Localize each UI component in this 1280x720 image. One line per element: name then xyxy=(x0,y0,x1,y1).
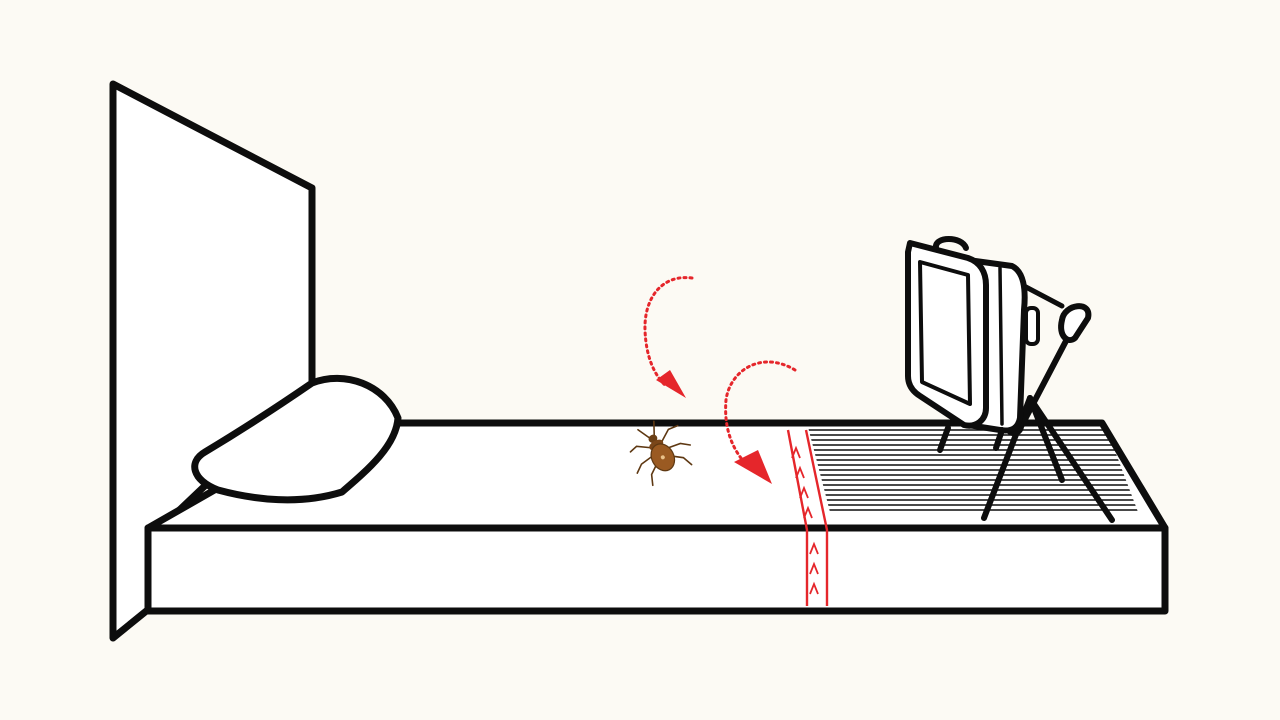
pillow-icon xyxy=(191,374,402,504)
heat-tick xyxy=(809,581,819,595)
space-heater-icon xyxy=(905,236,1115,523)
heat-arrows xyxy=(643,276,797,484)
heat-tick xyxy=(803,505,813,519)
curved-arrow-icon xyxy=(724,360,797,464)
heated-zone-stripes xyxy=(808,429,1138,511)
arrow-head-icon xyxy=(656,370,686,398)
heat-tick xyxy=(799,485,809,499)
heat-tick xyxy=(809,561,819,575)
heat-boundary-ticks xyxy=(791,445,819,595)
bed-bug-icon xyxy=(629,420,693,487)
heat-tick xyxy=(795,465,805,479)
heat-boundary-line xyxy=(786,429,829,606)
arrow-head-icon xyxy=(734,450,772,484)
heat-tick xyxy=(809,541,819,555)
mattress-front xyxy=(144,524,1169,615)
heat-tick xyxy=(791,445,801,459)
curved-arrow-icon xyxy=(643,276,694,388)
